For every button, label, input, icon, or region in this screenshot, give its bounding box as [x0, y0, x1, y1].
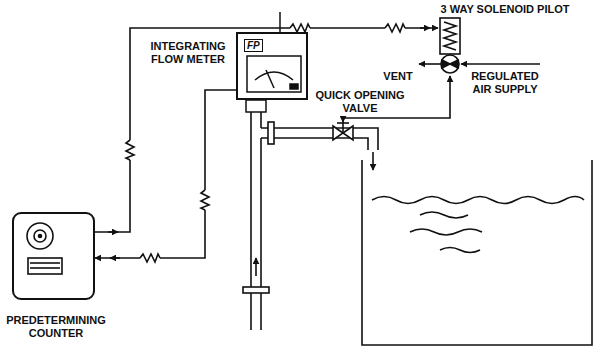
part-label: PREDETERMINING COUNTER [0, 314, 114, 340]
port-label: REGULATED AIR SUPPLY [463, 70, 547, 96]
signal-wire [95, 28, 438, 232]
pipe [243, 112, 378, 330]
flow-meter-details [246, 12, 301, 112]
flow-meter: INTEGRATING FLOW METERFP [236, 32, 308, 100]
part-label: QUICK OPENING VALVE [307, 89, 413, 115]
port-label: VENT [383, 70, 412, 83]
valve: QUICK OPENING VALVE [333, 122, 353, 142]
logo-text: FP [244, 39, 263, 52]
tank [362, 160, 592, 345]
signal-arrows [108, 28, 430, 258]
wire-squiggles [125, 23, 405, 263]
part-label: 3 WAY SOLENOID PILOT [441, 3, 570, 16]
solenoid-symbol [419, 18, 540, 73]
valve-symbol [333, 122, 353, 140]
counter-details [27, 223, 62, 274]
part-label: INTEGRATING FLOW METER [142, 40, 234, 66]
counter: PREDETERMINING COUNTER [12, 212, 95, 300]
signal-wire [95, 90, 236, 258]
solenoid-pilot: 3 WAY SOLENOID PILOT [438, 16, 462, 76]
